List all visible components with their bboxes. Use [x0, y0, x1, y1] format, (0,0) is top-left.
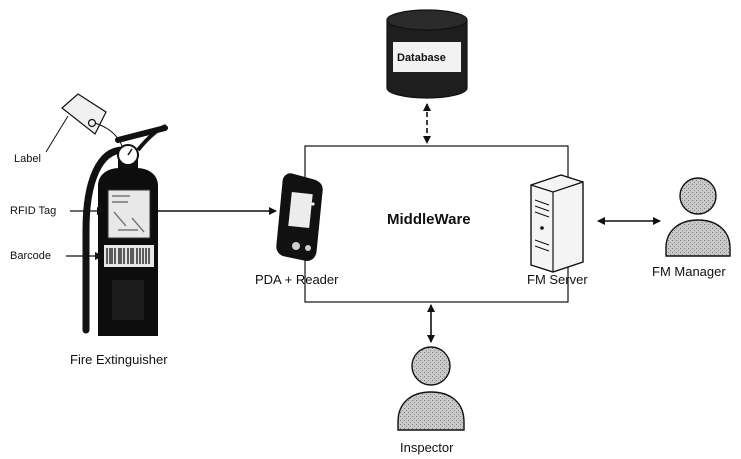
person-icon [665, 177, 731, 257]
rfid-label: RFID Tag [10, 205, 57, 217]
manager-label: FM Manager [652, 264, 726, 279]
tag-icon [61, 93, 123, 147]
server-label: FM Server [527, 272, 588, 287]
fire-extinguisher-icon [82, 124, 168, 336]
server-icon [530, 174, 584, 273]
person-icon [397, 346, 465, 431]
database-label: Database [397, 52, 446, 64]
database-icon [386, 9, 468, 99]
inspector-label: Inspector [400, 440, 454, 455]
barcode-label: Barcode [10, 250, 51, 262]
pda-label: PDA + Reader [255, 272, 339, 287]
tag-label: Label [14, 153, 41, 165]
extinguisher-label: Fire Extinguisher [70, 352, 168, 367]
middleware-label: MiddleWare [387, 211, 471, 228]
pda-icon [276, 173, 323, 261]
label-pointer [45, 115, 69, 153]
